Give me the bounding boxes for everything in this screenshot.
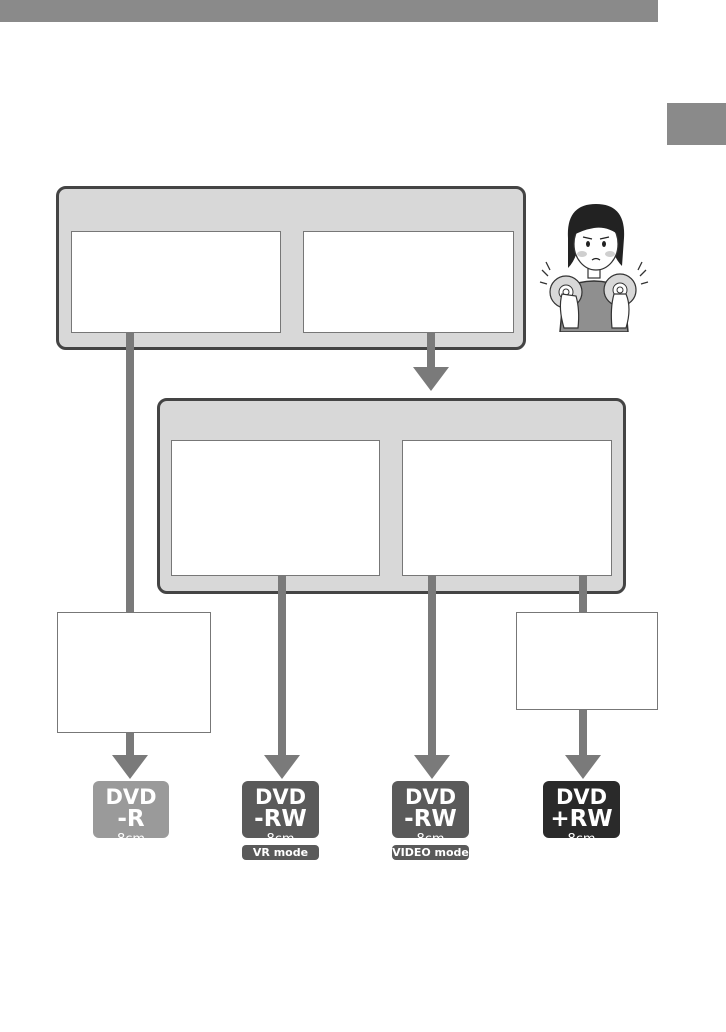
section-tab [667,103,726,145]
connector-second-left [278,576,286,757]
disc-size-label: 8cm [116,832,146,847]
arrow-to-dvd-r [112,755,148,779]
dvd-rw-video-disc-badge: DVD -RW 8cm [392,781,469,846]
arrow-to-second-panel [413,367,449,391]
disc-size-label: 8cm [567,832,596,847]
arrow-to-dvd-plus-rw [565,755,601,779]
left-condition-box [57,612,211,733]
dvd-plus-rw-disc-badge: DVD +RW 8cm [543,781,620,846]
connector-second-right-b [579,576,587,613]
second-left-option-box [171,440,380,576]
disc-format-label: DVD [105,785,157,809]
vr-mode-badge: VR mode [242,845,319,860]
connector-top-right [427,333,435,369]
top-left-option-box [71,231,281,333]
person-holding-discs-icon [538,196,650,333]
disc-size-label: 8cm [416,832,445,847]
dvd-rw-vr-disc-badge: DVD -RW 8cm [242,781,319,846]
connector-right-to-disc [579,710,587,757]
header-bar [0,0,658,22]
top-right-option-box [303,231,514,333]
connector-top-left [126,333,134,613]
disc-size-label: 8cm [266,832,295,847]
dvd-r-disc-badge: DVD -R 8cm [93,781,169,846]
arrow-to-dvd-rw-video [414,755,450,779]
disc-type-label: -RW [254,806,307,832]
disc-format-label: DVD [555,785,608,809]
connector-second-right-a [428,576,436,757]
video-mode-badge: VIDEO mode [392,845,469,860]
disc-type-label: +RW [550,806,613,832]
right-condition-box [516,612,658,710]
connector-left-to-disc [126,733,134,757]
disc-format-label: DVD [404,785,457,809]
disc-format-label: DVD [254,785,307,809]
disc-type-label: -R [117,806,145,832]
second-right-option-box [402,440,612,576]
arrow-to-dvd-rw-vr [264,755,300,779]
disc-type-label: -RW [404,806,457,832]
